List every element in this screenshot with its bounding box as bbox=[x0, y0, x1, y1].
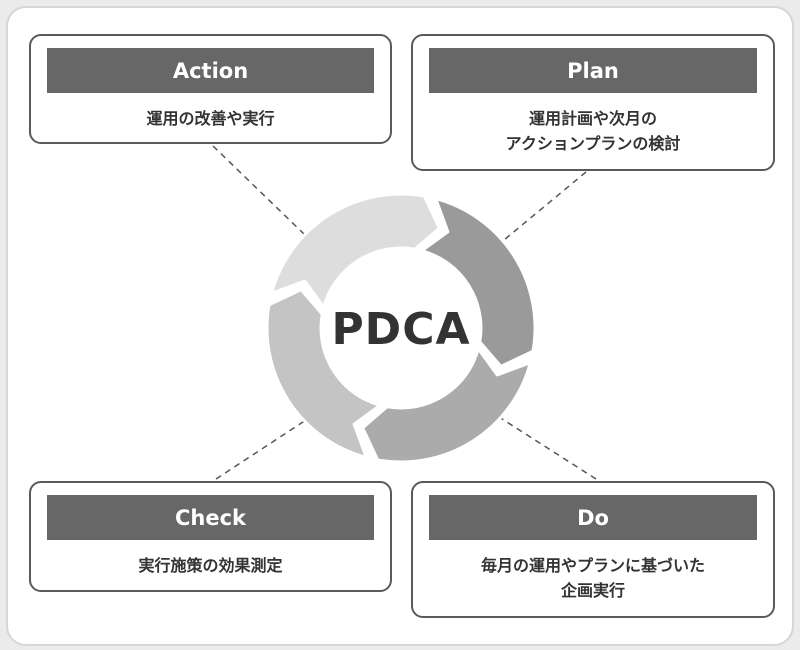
stage-title-action: Action bbox=[47, 48, 374, 93]
stage-title-do: Do bbox=[429, 495, 757, 540]
connector-do bbox=[498, 416, 597, 480]
ring-segment-do bbox=[361, 347, 532, 464]
stage-card-action: Action 運用の改善や実行 bbox=[29, 34, 392, 144]
stage-description-do: 毎月の運用やプランに基づいた 企画実行 bbox=[480, 556, 705, 600]
cycle-ring bbox=[265, 192, 537, 464]
stage-card-check: Check 実行施策の効果測定 bbox=[29, 481, 392, 592]
connector-plan bbox=[503, 171, 587, 241]
stage-description-plan: 運用計画や次月の アクションプランの検討 bbox=[505, 109, 681, 153]
stage-card-do: Do 毎月の運用やプランに基づいた 企画実行 bbox=[411, 481, 775, 618]
stage-description-check: 実行施策の効果測定 bbox=[138, 556, 283, 575]
stage-title-check: Check bbox=[47, 495, 374, 540]
stage-title-plan: Plan bbox=[429, 48, 757, 93]
stage-card-plan: Plan 運用計画や次月の アクションプランの検討 bbox=[411, 34, 775, 171]
ring-segment-plan bbox=[420, 197, 537, 368]
connector-check bbox=[215, 419, 307, 480]
connector-lines bbox=[212, 145, 597, 480]
connector-action bbox=[212, 145, 305, 235]
ring-segment-check bbox=[265, 288, 382, 459]
stage-description-action: 運用の改善や実行 bbox=[146, 109, 275, 128]
ring-segment-action bbox=[270, 192, 441, 309]
cycle-center-label: PDCA bbox=[331, 303, 471, 355]
